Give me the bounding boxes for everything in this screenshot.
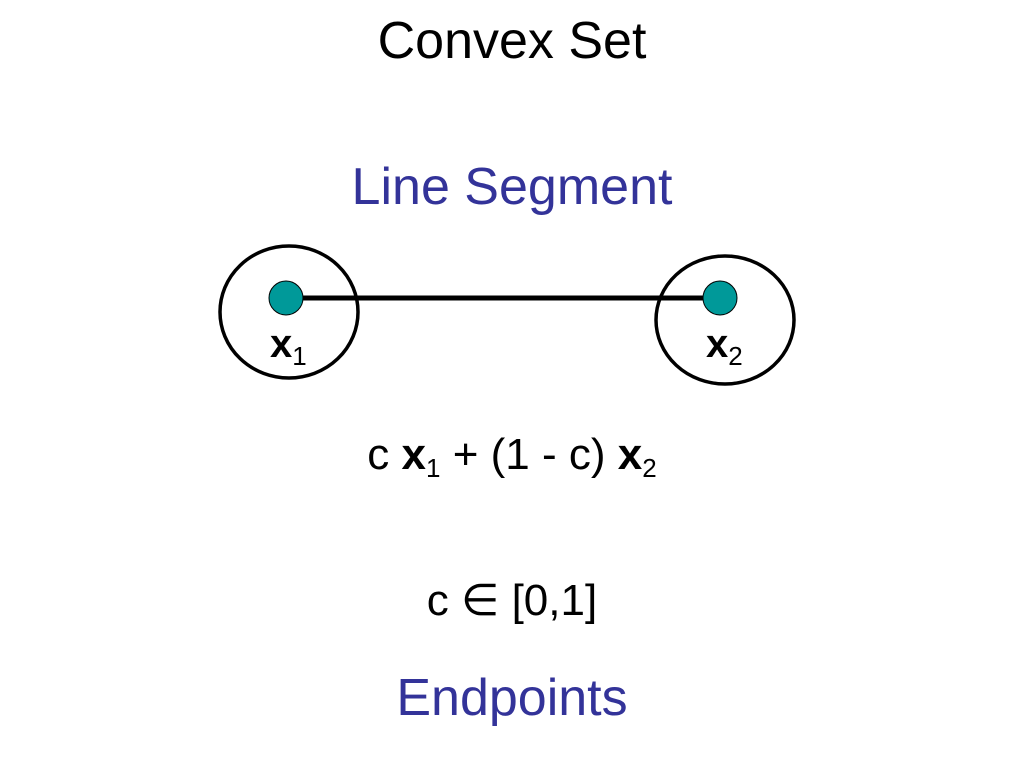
subtitle-line-segment: Line Segment [351,158,673,216]
endpoint-circle-x2 [654,254,796,386]
formula-x1-var: x [401,430,427,479]
point-dot-x1 [268,280,304,316]
slide-title: Convex Set [377,12,647,70]
convex-combination-formula: c x1 + (1 - c) x2 [0,430,1024,483]
formula-c: c [367,430,402,479]
parameter-range-formula: c ∈ [0,1] [426,576,598,625]
point-label-x2: x2 [706,322,743,369]
point-label-x1: x1 [270,322,307,369]
formula-x2-var: x [617,430,643,479]
point-sub-x1: 1 [292,341,307,371]
endpoints-label: Endpoints [396,669,628,727]
endpoint-circle-x1 [218,244,360,380]
point-var-x1: x [270,322,293,366]
formula-middle: + (1 - c) [440,430,618,479]
formula-x2-sub: 2 [642,453,657,483]
point-sub-x2: 2 [728,341,743,371]
formula-x1-sub: 1 [426,453,441,483]
point-var-x2: x [706,322,729,366]
point-dot-x2 [702,280,738,316]
